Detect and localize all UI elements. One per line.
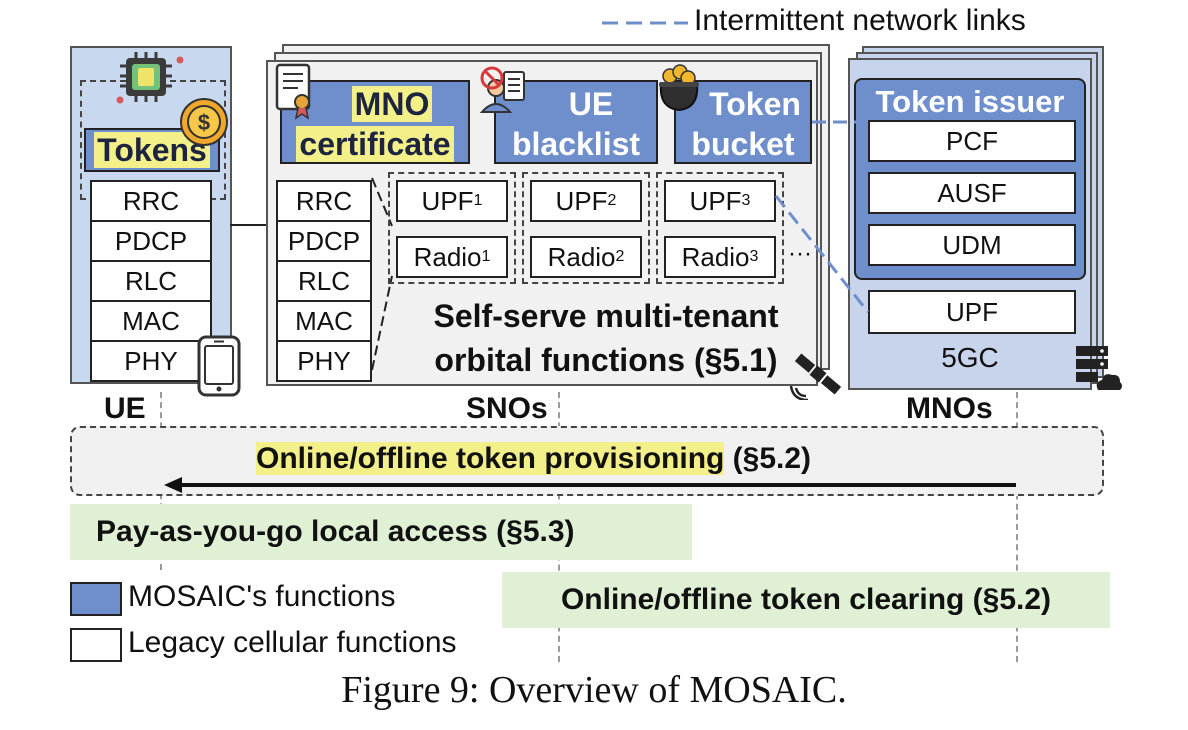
sno-functions-caption: Self-serve multi-tenant orbital function…: [396, 294, 816, 382]
mno-guide-line: [1016, 392, 1018, 662]
sno-stack-pdcp: PDCP: [276, 222, 372, 262]
sno-caption-line1: Self-serve multi-tenant: [433, 298, 779, 334]
tenant-3-radio-label: Radio: [681, 241, 750, 272]
decor-dot-icon: [116, 96, 124, 104]
provisioning-arrow: [164, 477, 1016, 493]
provisioning-label-ref: (§5.2): [724, 442, 812, 475]
legend-legacy-swatch: [70, 628, 122, 662]
tenant-3-radio-subscript: 3: [749, 248, 759, 265]
ue-protocol-stack: RRC PDCP RLC MAC PHY: [90, 180, 212, 382]
mno-certificate-label-line2: certificate: [296, 126, 454, 162]
sno-stack-phy: PHY: [276, 342, 372, 382]
provisioning-label-main: Online/offline token provisioning: [256, 442, 725, 475]
ue-stack-pdcp: PDCP: [90, 222, 212, 262]
ue-tokens-box: Tokens: [84, 128, 220, 172]
sim-chip-icon: [120, 52, 172, 102]
provisioning-label: Online/offline token provisioning (§5.2): [256, 442, 811, 476]
legend-legacy-label: Legacy cellular functions: [128, 626, 457, 659]
local-access-label: Pay-as-you-go local access (§5.3): [70, 504, 692, 560]
sno-caption-line2: orbital functions (§5.1): [434, 342, 778, 378]
mno-function-pcf: PCF: [868, 120, 1076, 162]
server-cloud-icon: [1076, 346, 1122, 390]
ue-column-label: UE: [104, 392, 146, 425]
tenant-1-radio-label: Radio: [413, 241, 482, 272]
sno-protocol-stack: RRC PDCP RLC MAC PHY: [276, 180, 372, 382]
token-issuer-label: Token issuer: [875, 84, 1065, 119]
svg-text:$: $: [198, 110, 210, 135]
token-bucket-label-line2: bucket: [691, 126, 795, 162]
ue-tokens-label: Tokens: [94, 132, 210, 168]
mno-column-label: MNOs: [906, 392, 993, 425]
coin-pot-icon: [659, 64, 699, 112]
figure-caption: Figure 9: Overview of MOSAIC.: [341, 669, 847, 711]
ue-stack-phy: PHY: [90, 342, 212, 382]
tenant-1-upf-label: UPF: [421, 185, 474, 216]
mno-certificate-label-line1: MNO: [351, 86, 433, 122]
tenant-3-upf-label: UPF: [689, 185, 742, 216]
sno-column-label: SNOs: [466, 392, 548, 425]
legend-mosaic-swatch: [70, 582, 122, 616]
ue-blacklist-label-line1: UE: [568, 86, 614, 122]
tenant-3-upf-subscript: 3: [741, 192, 751, 209]
certificate-icon: [275, 63, 311, 120]
tenant-2-radio-subscript: 2: [615, 248, 625, 265]
token-clearing-label: Online/offline token clearing (§5.2): [502, 572, 1110, 628]
ue-stack-mac: MAC: [90, 302, 212, 342]
ue-stack-rrc: RRC: [90, 180, 212, 222]
tenant-2-radio-label: Radio: [547, 241, 616, 272]
tenant-2-upf-subscript: 2: [607, 192, 617, 209]
tenant-group-3: [656, 172, 784, 284]
ue-stack-rlc: RLC: [90, 262, 212, 302]
mno-certificate-box: MNO certificate: [280, 80, 470, 164]
sno-stack-rlc: RLC: [276, 262, 372, 302]
tenant-group-2: [522, 172, 650, 284]
mno-5gc-label: 5GC: [941, 342, 999, 373]
token-bucket-box: Token bucket: [674, 80, 812, 164]
sno-stack-mac: MAC: [276, 302, 372, 342]
intermittent-links: [774, 120, 870, 313]
mno-function-ausf: AUSF: [868, 172, 1076, 214]
tenant-1-radio-subscript: 1: [481, 248, 491, 265]
tenant-ellipsis: ···: [788, 240, 812, 267]
smartphone-icon: [197, 335, 241, 397]
sno-stack-rrc: RRC: [276, 180, 372, 222]
intermittent-link-legend-line: [602, 21, 688, 25]
ue-blacklist-label-line2: blacklist: [511, 126, 641, 162]
tenant-2-upf-label: UPF: [555, 185, 608, 216]
legend-mosaic-label: MOSAIC's functions: [128, 580, 396, 613]
sno-stack-bracket-lines: [371, 177, 393, 371]
dollar-coin-icon: $: [180, 98, 228, 146]
token-bucket-label-line1: Token: [709, 86, 801, 122]
tenant-1-upf-subscript: 1: [473, 192, 483, 209]
intermittent-link-legend-label: Intermittent network links: [694, 4, 1026, 37]
blacklist-user-icon: [479, 66, 525, 113]
decor-dot-icon: [176, 56, 184, 64]
mno-function-udm: UDM: [868, 224, 1076, 266]
tenant-group-1: [388, 172, 516, 284]
mno-upf-box: UPF: [868, 290, 1076, 334]
satellite-icon: [789, 353, 842, 400]
